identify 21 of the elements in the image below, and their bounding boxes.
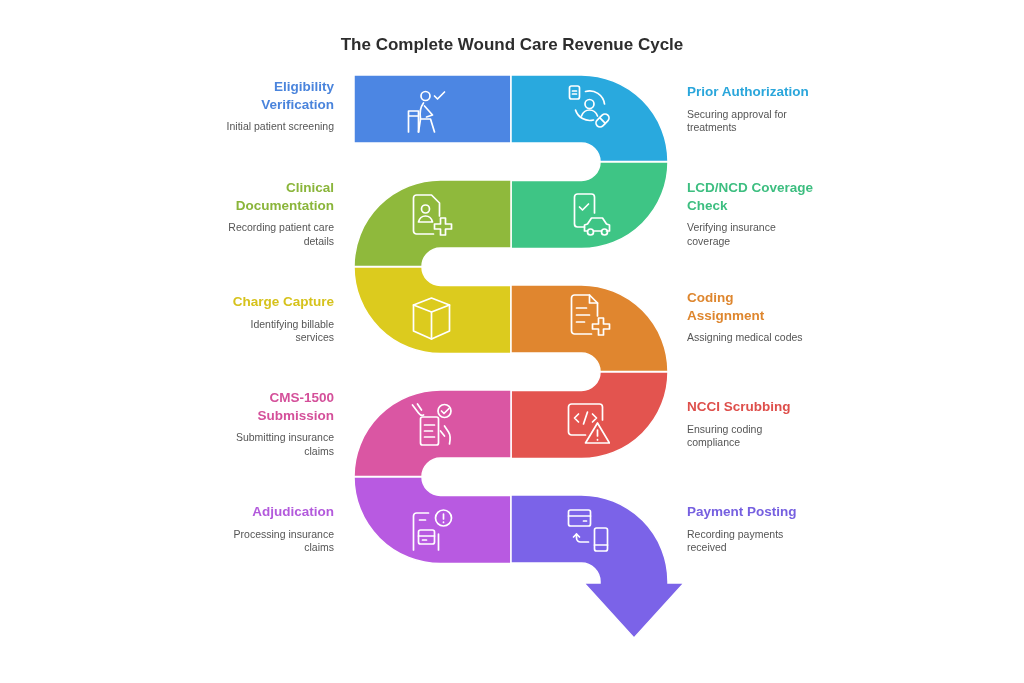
- step-description: Processing insurance claims: [232, 527, 334, 555]
- step-description: Initial patient screening: [225, 120, 334, 134]
- step-description: Ensuring coding compliance: [687, 422, 764, 450]
- step-description: Securing approval for treatments: [687, 107, 788, 135]
- step-title: Eligibility Verification: [260, 78, 334, 114]
- step-title: Adjudication: [251, 503, 334, 521]
- step-title: Prior Authorization: [687, 83, 810, 101]
- step-description: Verifying insurance coverage: [687, 221, 777, 249]
- diagram-title: The Complete Wound Care Revenue Cycle: [340, 35, 684, 55]
- step-title: Coding Assignment: [687, 289, 766, 325]
- step-title: NCCI Scrubbing: [687, 398, 792, 416]
- step-title: LCD/NCD Coverage Check: [687, 179, 815, 215]
- step-title: CMS-1500 Submission: [256, 389, 334, 425]
- step-title: Clinical Documentation: [234, 179, 334, 215]
- step-description: Recording payments received: [687, 527, 785, 555]
- step-description: Assigning medical codes: [687, 331, 804, 345]
- step-description: Identifying billable services: [249, 317, 334, 345]
- step-title: Payment Posting: [687, 503, 798, 521]
- step-title: Charge Capture: [231, 293, 334, 311]
- step-description: Submitting insurance claims: [234, 431, 334, 459]
- step-description: Recording patient care details: [227, 221, 334, 249]
